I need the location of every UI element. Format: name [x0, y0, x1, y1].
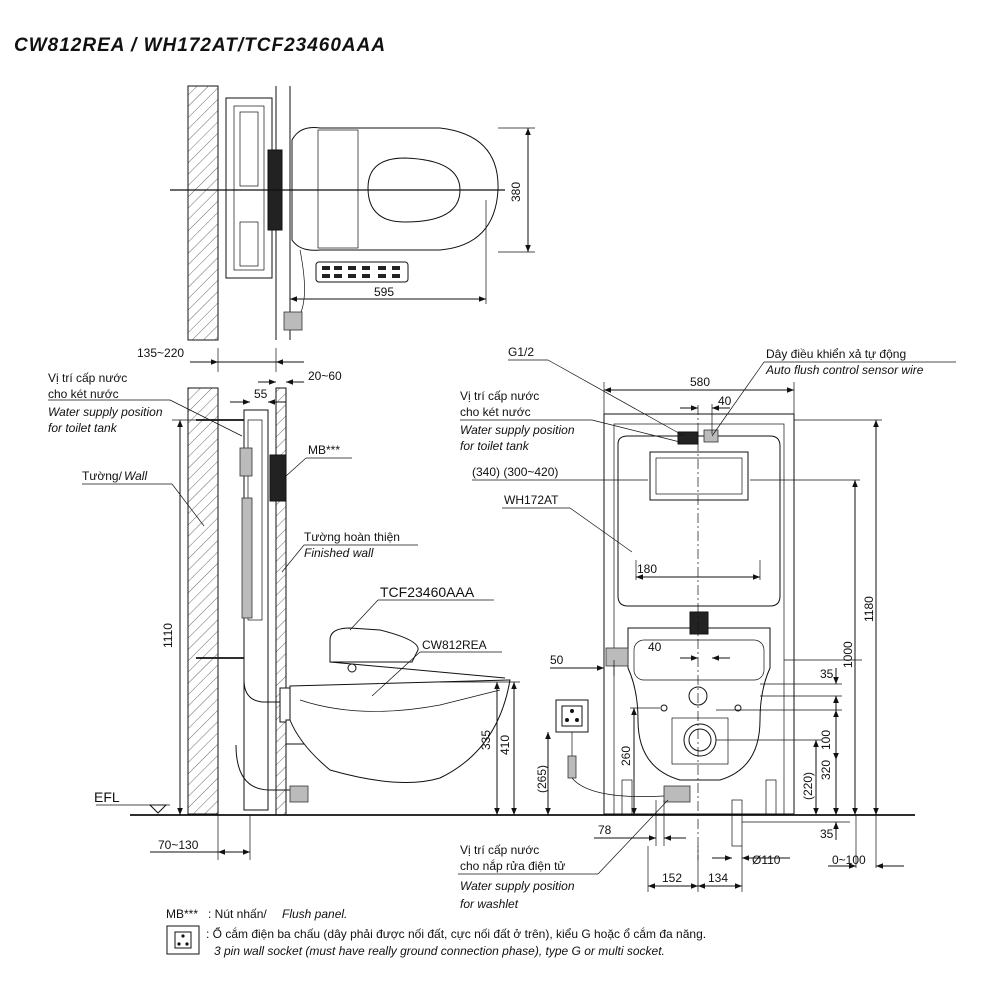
side-wall-hatch — [187, 387, 219, 815]
dim-260: 260 — [619, 746, 633, 766]
top-view: 380 595 — [170, 85, 535, 341]
dim-50: 50 — [550, 653, 564, 667]
dim-180: 180 — [637, 562, 657, 576]
notes: MB*** : Nút nhấn/ Flush panel. : Ổ cắm đ… — [166, 907, 706, 958]
water-right-en1: Water supply position — [460, 423, 575, 437]
dim-1110: 1110 — [161, 623, 175, 648]
front-bowl — [627, 627, 771, 781]
water-right-vi1: Vị trí cấp nước — [460, 389, 539, 403]
efl-marker — [148, 804, 168, 814]
front-view: 580 40 (340) (300~420) 180 40 50 1000 11… — [458, 345, 956, 911]
note-mb-key: MB*** — [166, 907, 198, 921]
dim-135-220: 135~220 — [137, 346, 184, 360]
note-mb-en: Flush panel. — [282, 907, 347, 921]
dim-595: 595 — [374, 285, 394, 299]
sensor-en: Auto flush control sensor wire — [765, 363, 924, 377]
dim-220: (220) — [801, 772, 815, 800]
dim-1180: 1180 — [862, 596, 876, 622]
water-left-vi2: cho két nước — [48, 387, 119, 401]
finished-wall-vi: Tường hoàn thiện — [304, 530, 400, 544]
dim-40-mid: 40 — [648, 640, 662, 654]
dim-55: 55 — [254, 387, 268, 401]
dim-70-130: 70~130 — [158, 838, 199, 852]
mb-label: MB*** — [308, 443, 340, 457]
washlet-vi1: Vị trí cấp nước — [460, 843, 539, 857]
sensor-vi: Dây điều khiển xả tự động — [766, 347, 906, 361]
dim-78: 78 — [598, 823, 612, 837]
dim-410: 410 — [498, 735, 512, 755]
label-g12: G1/2 — [508, 345, 534, 359]
dim-152: 152 — [662, 871, 682, 885]
water-left-en2: for toilet tank — [48, 421, 118, 435]
dim-1000: 1000 — [841, 641, 855, 668]
side-bowl — [289, 679, 511, 783]
dim-134: 134 — [708, 871, 728, 885]
finished-wall-en: Finished wall — [304, 546, 374, 560]
dim-110: Ø110 — [752, 853, 781, 867]
top-bowl — [291, 127, 499, 251]
label-tcf: TCF23460AAA — [380, 584, 475, 600]
top-remote-control — [315, 261, 409, 283]
label-cw: CW812REA — [422, 638, 487, 652]
top-frame — [225, 97, 273, 279]
dim-580: 580 — [690, 375, 710, 389]
dim-35-bot: 35 — [820, 827, 834, 841]
side-finished-wall — [275, 387, 287, 816]
top-wall-hatch — [187, 85, 219, 341]
side-flush-panel — [269, 454, 287, 502]
water-left-en1: Water supply position — [48, 405, 163, 419]
water-right-en2: for toilet tank — [460, 439, 530, 453]
water-right-vi2: cho két nước — [460, 405, 531, 419]
dim-0-100: 0~100 — [832, 853, 866, 867]
drawing-title: CW812REA / WH172AT/TCF23460AAA — [14, 35, 387, 56]
dim-265: (265) — [535, 765, 549, 793]
washlet-vi2: cho nắp rửa điện tử — [460, 858, 565, 873]
side-view: EFL 135~220 20~60 55 1110 335 410 70~130 — [48, 346, 915, 860]
label-wh: WH172AT — [504, 493, 559, 507]
note-mb-vi: : Nút nhấn/ — [208, 907, 267, 921]
efl-label: EFL — [94, 789, 120, 805]
dim-340: (340) (300~420) — [472, 465, 558, 479]
dim-35-top: 35 — [820, 667, 834, 681]
wall-label-en: Wall — [124, 469, 147, 483]
dim-100: 100 — [819, 730, 833, 750]
dim-40-top: 40 — [718, 394, 732, 408]
dim-320: 320 — [819, 760, 833, 780]
wall-label-vi: Tường/ — [82, 469, 123, 483]
dim-380: 380 — [509, 182, 523, 202]
washlet-en1: Water supply position — [460, 879, 575, 893]
note-socket-vi: : Ổ cắm điện ba chấu (dây phải được nối … — [206, 926, 706, 941]
side-washlet — [329, 627, 419, 663]
front-tank — [617, 435, 781, 607]
dim-335: 335 — [479, 730, 493, 750]
water-left-vi1: Vị trí cấp nước — [48, 371, 127, 385]
washlet-en2: for washlet — [460, 897, 519, 911]
front-tank-opening — [649, 451, 749, 501]
note-socket-en: 3 pin wall socket (must have really grou… — [214, 944, 665, 958]
dim-20-60: 20~60 — [308, 369, 342, 383]
